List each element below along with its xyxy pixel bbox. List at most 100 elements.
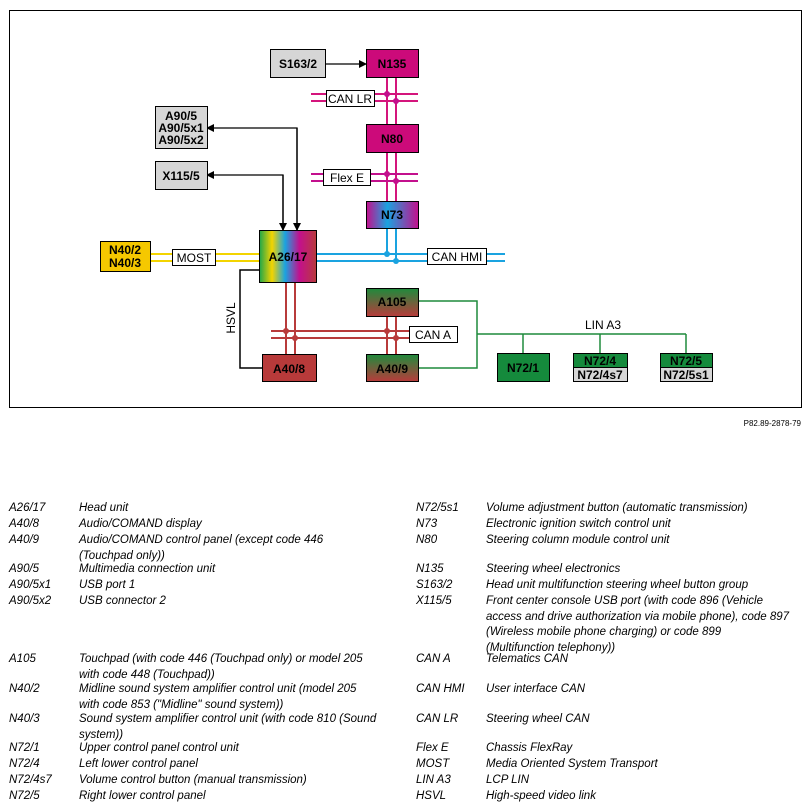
legend-description: Chassis FlexRay	[486, 742, 573, 754]
legend-description: Steering column module control unit	[486, 534, 670, 546]
legend-code: N40/2	[9, 683, 40, 695]
legend-code: N72/5s1	[416, 502, 459, 514]
legend-description: Audio/COMAND display	[79, 518, 202, 530]
legend-code: CAN LR	[416, 713, 459, 725]
legend-description: USB port 1	[79, 579, 136, 591]
legend-code: A90/5x1	[9, 579, 52, 591]
svg-text:CAN LR: CAN LR	[328, 92, 372, 106]
legend-code: Flex E	[416, 742, 449, 754]
legend-code: N72/5	[9, 790, 40, 802]
legend-description: Left lower control panel	[79, 758, 198, 770]
legend-description: Multimedia connection unit	[79, 563, 216, 575]
legend-code: CAN HMI	[416, 683, 465, 695]
legend-code: N72/4s7	[9, 774, 52, 786]
legend-code: A26/17	[9, 502, 46, 514]
svg-text:N72/5: N72/5	[670, 354, 702, 368]
legend-code: N72/1	[9, 742, 40, 754]
legend-code: LIN A3	[416, 774, 451, 786]
a40-8-box: A40/8	[262, 354, 317, 382]
legend-description: Telematics CAN	[486, 653, 569, 665]
legend-description: Front center console USB port (with code…	[486, 595, 790, 654]
legend-code: N72/4	[9, 758, 40, 770]
svg-text:A90/5: A90/5	[165, 109, 197, 123]
legend-code: HSVL	[416, 790, 447, 802]
n72-4-box: N72/4 N72/4s7	[573, 353, 628, 382]
arrows	[206, 60, 367, 231]
svg-text:A40/9: A40/9	[376, 362, 408, 376]
legend-description: Steering wheel electronics	[486, 563, 621, 575]
can-lr-tag: CAN LR	[326, 90, 375, 107]
legend-description: Volume control button (manual transmissi…	[79, 774, 307, 786]
svg-text:CAN A: CAN A	[415, 328, 451, 342]
hsvl-label: HSVL	[224, 302, 238, 334]
legend-code: N80	[416, 534, 438, 546]
legend-code: A40/9	[9, 534, 40, 546]
a40-9-box: A40/9	[366, 354, 419, 382]
n135-box: N135	[366, 49, 419, 78]
reference-number: P82.89-2878-79	[743, 419, 801, 428]
n80-box: N80	[366, 124, 419, 153]
svg-text:N80: N80	[381, 132, 403, 146]
svg-text:N40/3: N40/3	[109, 256, 141, 270]
diagram-frame	[9, 10, 802, 408]
legend-code: A105	[9, 653, 36, 665]
svg-text:A26/17: A26/17	[269, 250, 308, 264]
svg-text:MOST: MOST	[177, 251, 212, 265]
legend-code: A90/5x2	[9, 595, 52, 607]
legend-description: Audio/COMAND control panel (except code …	[79, 534, 324, 562]
legend-description: LCP LIN	[486, 774, 530, 786]
legend-code: A90/5	[9, 563, 40, 575]
network-diagram: S163/2 N135 N80 N73 A90/5 A90/5x1 A90/5x…	[9, 10, 802, 408]
svg-text:A40/8: A40/8	[273, 362, 305, 376]
svg-text:X115/5: X115/5	[162, 169, 200, 183]
bus-junctions-blue	[384, 251, 399, 264]
svg-text:Flex E: Flex E	[330, 171, 364, 185]
legend-description: Electronic ignition switch control unit	[486, 518, 671, 530]
s163-2-box: S163/2	[270, 49, 326, 78]
legend-description: USB connector 2	[79, 595, 166, 607]
hsvl-link	[239, 269, 262, 369]
legend-code: N40/3	[9, 713, 40, 725]
legend-description: Media Oriented System Transport	[486, 758, 658, 770]
a105-box: A105	[366, 288, 419, 317]
svg-text:N72/4s7: N72/4s7	[577, 368, 623, 382]
n72-1-box: N72/1	[497, 353, 550, 382]
flex-e-tag: Flex E	[323, 169, 371, 186]
n73-box: N73	[366, 201, 419, 229]
legend-description: Volume adjustment button (automatic tran…	[486, 502, 748, 514]
svg-text:N73: N73	[381, 208, 403, 222]
n72-5-box: N72/5 N72/5s1	[660, 353, 713, 382]
legend-description: Head unit	[79, 502, 129, 514]
n40-box: N40/2 N40/3	[100, 241, 151, 272]
legend-description: Midline sound system amplifier control u…	[79, 683, 357, 711]
svg-text:CAN HMI: CAN HMI	[432, 250, 483, 264]
legend-description: Sound system amplifier control unit (wit…	[79, 713, 377, 741]
a90-box: A90/5 A90/5x1 A90/5x2	[155, 106, 208, 149]
legend-description: Upper control panel control unit	[79, 742, 239, 754]
legend-code: N135	[416, 563, 444, 575]
svg-text:A90/5x1: A90/5x1	[158, 121, 204, 135]
svg-text:N72/1: N72/1	[507, 361, 539, 375]
lin-a3-label: LIN A3	[585, 318, 621, 332]
legend-description: User interface CAN	[486, 683, 586, 695]
bus-junctions-magenta	[384, 91, 399, 184]
legend-description: Touchpad (with code 446 (Touchpad only) …	[79, 653, 363, 681]
svg-text:A90/5x2: A90/5x2	[158, 133, 204, 147]
legend-code: X115/5	[416, 595, 452, 607]
svg-text:N72/5s1: N72/5s1	[663, 368, 709, 382]
svg-text:N135: N135	[378, 57, 407, 71]
svg-text:N72/4: N72/4	[584, 354, 616, 368]
legend-description: Steering wheel CAN	[486, 713, 590, 725]
legend-code: MOST	[416, 758, 450, 770]
can-a-tag: CAN A	[409, 326, 458, 343]
legend-description: Head unit multifunction steering wheel b…	[486, 579, 749, 591]
x115-5-box: X115/5	[155, 161, 208, 190]
legend-code: A40/8	[9, 518, 40, 530]
legend-code: S163/2	[416, 579, 453, 591]
most-tag: MOST	[172, 249, 216, 266]
a26-17-box: A26/17	[259, 230, 317, 283]
svg-text:A105: A105	[378, 295, 407, 309]
legend-description: High-speed video link	[486, 790, 596, 802]
svg-text:S163/2: S163/2	[279, 57, 317, 71]
svg-text:N40/2: N40/2	[109, 243, 141, 257]
